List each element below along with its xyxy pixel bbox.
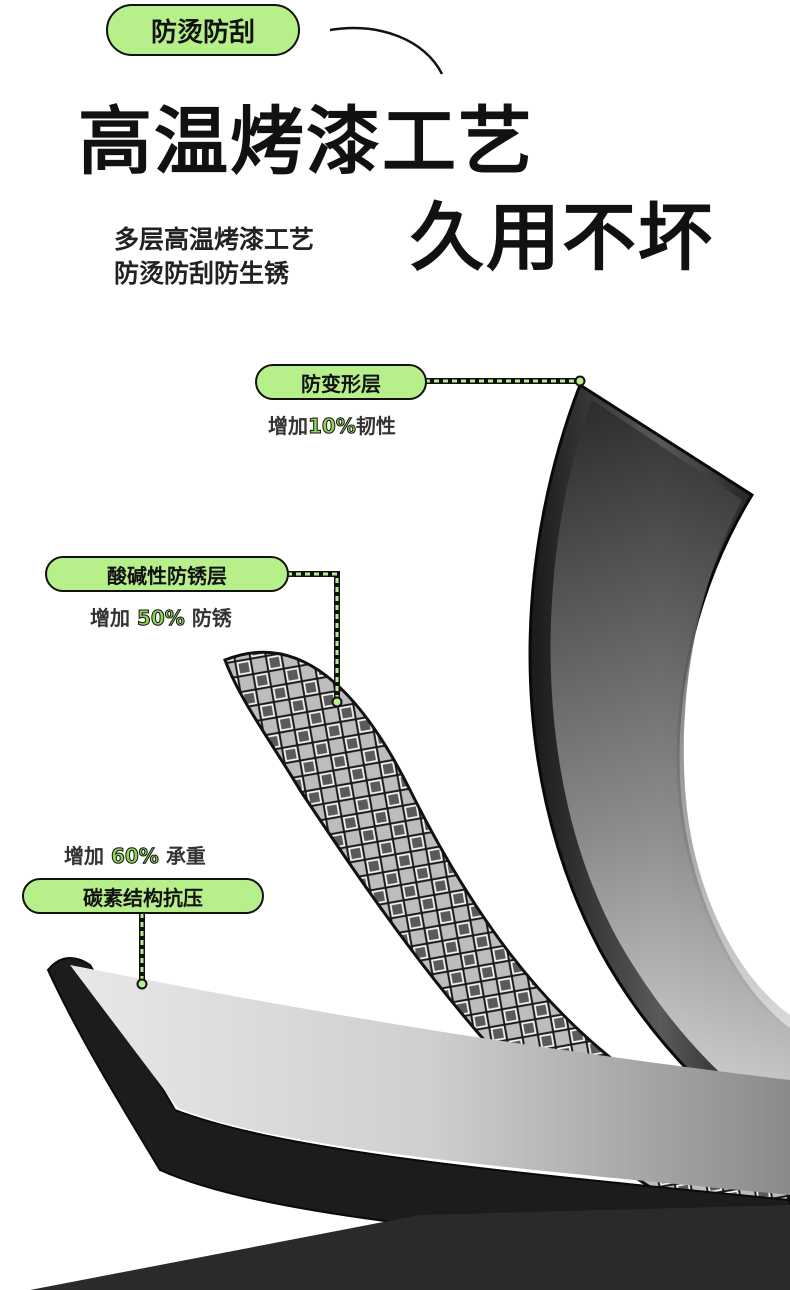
layer-stat-deformation: 增加10%韧性 xyxy=(268,410,396,439)
stat-suffix: 防锈 xyxy=(191,606,232,630)
stat-value: 50% xyxy=(136,606,185,631)
description-line-2: 防烫防刮防生锈 xyxy=(114,259,290,288)
stat-suffix: 承重 xyxy=(165,844,206,868)
stat-suffix: 韧性 xyxy=(355,414,396,438)
layer-label-deformation: 防变形层 xyxy=(255,364,427,400)
description-line-1: 多层高温烤漆工艺 xyxy=(114,225,315,254)
subheadline: 久用不坏 xyxy=(410,195,714,281)
leader-dot-3 xyxy=(136,978,148,990)
leader-dot-1 xyxy=(574,375,586,387)
top-badge: 防烫防刮 xyxy=(106,4,300,56)
decor-curve xyxy=(329,26,444,75)
stat-value: 60% xyxy=(110,844,159,869)
layer-label-carbon: 碳素结构抗压 xyxy=(22,878,264,914)
stat-prefix: 增加 xyxy=(268,414,308,438)
bottom-panel-face xyxy=(70,965,790,1195)
layer-label-antirust: 酸碱性防锈层 xyxy=(45,556,289,592)
layer-stat-carbon: 增加 60% 承重 xyxy=(64,840,206,869)
stat-prefix: 增加 xyxy=(64,844,104,868)
stat-value: 10% xyxy=(308,414,357,439)
headline: 高温烤漆工艺 xyxy=(78,99,534,185)
base-shadow xyxy=(30,1205,790,1290)
back-panel-face xyxy=(550,400,790,1130)
leader-dot-2 xyxy=(331,696,343,708)
stat-prefix: 增加 xyxy=(90,606,130,630)
layer-stat-antirust: 增加 50% 防锈 xyxy=(90,602,232,631)
